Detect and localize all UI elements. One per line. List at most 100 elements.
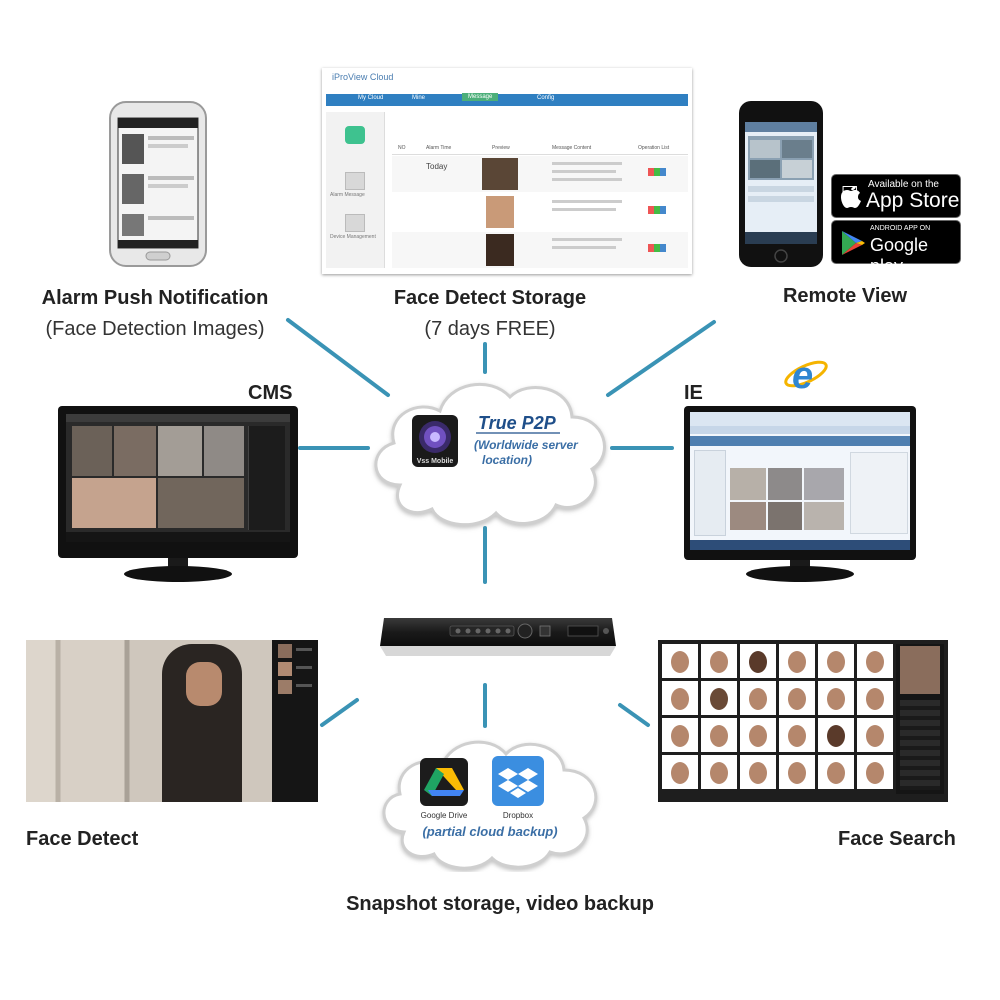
snapshot-title: Snapshot storage, video backup xyxy=(346,893,654,915)
portal-nav-item-3[interactable]: Config xyxy=(537,95,555,101)
portal-sidebar: Alarm Message Device Management xyxy=(326,112,385,268)
row-text xyxy=(552,246,616,249)
cms-cam-1 xyxy=(72,426,112,476)
cms-cam-2 xyxy=(114,426,156,476)
portal-table-header: NO Alarm Time Preview Message Content Op… xyxy=(392,144,688,155)
cms-cam-6 xyxy=(158,478,244,528)
backup-caption: (partial cloud backup) xyxy=(422,824,557,839)
p2p-cloud: Vss Mobile True P2P (Worldwide server lo… xyxy=(374,382,606,527)
ie-screen xyxy=(690,412,910,550)
ie-cam-1 xyxy=(730,468,766,500)
google-play-icon xyxy=(842,231,865,255)
p2p-title: True P2P xyxy=(478,413,557,433)
connector-alarm xyxy=(286,318,390,397)
google-play-badge[interactable]: ANDROID APP ON Google play xyxy=(831,220,961,276)
col-no: NO xyxy=(398,145,406,151)
google-drive-icon xyxy=(420,758,468,806)
operation-icons[interactable] xyxy=(648,168,666,176)
portal-nav-item-1[interactable]: Mine xyxy=(412,95,426,101)
ie-tabs[interactable] xyxy=(690,426,910,434)
ie-banner xyxy=(690,436,910,446)
backup-cloud: Google Drive Dropbox (partial cloud back… xyxy=(382,740,598,870)
face-search-options[interactable] xyxy=(900,700,940,790)
face-search-target xyxy=(900,646,940,694)
face-capture-panel xyxy=(272,640,318,802)
message-icon[interactable] xyxy=(345,126,365,144)
ie-cam-3 xyxy=(804,468,844,500)
connector-face-detect xyxy=(320,698,359,727)
portal-navbar xyxy=(326,94,688,106)
col-message: Message Content xyxy=(552,145,592,151)
face-capture-info xyxy=(296,684,312,687)
operation-icons[interactable] xyxy=(648,244,666,252)
iphone xyxy=(738,100,824,268)
nvr-recorder xyxy=(380,618,616,656)
device-icon[interactable] xyxy=(345,214,365,232)
p2p-line1: (Worldwide server xyxy=(474,438,579,452)
internet-explorer-icon: e xyxy=(784,355,828,397)
cms-cam-3 xyxy=(158,426,202,476)
row-text xyxy=(552,200,622,203)
intruder-face xyxy=(186,662,222,706)
ie-cam-4 xyxy=(730,502,766,530)
cms-cam-5 xyxy=(72,478,156,528)
face-search-screenshot xyxy=(658,640,948,802)
face-capture-info xyxy=(296,648,312,651)
face-capture-thumb[interactable] xyxy=(278,662,292,676)
google-play-main-text: Google play xyxy=(870,235,929,276)
cms-base xyxy=(124,566,232,582)
side-item-1[interactable]: Device Management xyxy=(330,234,376,240)
face-thumbnail xyxy=(486,196,514,228)
cms-screen xyxy=(66,414,290,542)
ie-sidebar[interactable] xyxy=(694,450,726,536)
face-capture-thumb[interactable] xyxy=(278,644,292,658)
svg-text:e: e xyxy=(792,355,813,397)
face-detect-title: Face Detect xyxy=(26,828,139,850)
dropbox-label: Dropbox xyxy=(503,811,533,820)
ie-browser-bar[interactable] xyxy=(690,412,910,427)
face-search-side-panel[interactable] xyxy=(896,644,944,794)
col-preview: Preview xyxy=(492,145,510,151)
ie-base xyxy=(746,566,854,582)
row-today-label: Today xyxy=(426,162,448,171)
alarm-subtitle: (Face Detection Images) xyxy=(45,318,265,340)
table-row xyxy=(392,232,688,268)
cms-title: CMS xyxy=(248,382,293,404)
ie-cam-5 xyxy=(768,502,802,530)
operation-icons[interactable] xyxy=(648,206,666,214)
cms-toolbar[interactable] xyxy=(66,532,290,542)
p2p-line2: location) xyxy=(482,453,532,467)
ie-stand xyxy=(790,560,810,570)
app-store-badge[interactable]:  Available on the App Store xyxy=(831,174,961,218)
portal-nav-item-2[interactable]: Message xyxy=(462,93,499,101)
alarm-message-icon[interactable] xyxy=(345,172,365,190)
row-text xyxy=(552,208,616,211)
connector-face-search xyxy=(618,703,650,727)
ie-title: IE xyxy=(684,382,703,404)
face-thumbnail xyxy=(482,158,518,190)
side-item-0[interactable]: Alarm Message xyxy=(330,192,365,198)
connector-remote xyxy=(606,320,716,397)
row-text xyxy=(552,162,622,165)
face-capture-thumb[interactable] xyxy=(278,680,292,694)
cms-cam-4 xyxy=(204,426,244,476)
storage-subtitle: (7 days FREE) xyxy=(424,318,556,340)
ie-ptz-panel[interactable] xyxy=(850,452,908,534)
apple-logo-icon xyxy=(841,186,861,208)
table-row xyxy=(392,194,688,230)
portal-nav-item-0[interactable]: My Cloud xyxy=(358,95,384,101)
ie-taskbar[interactable] xyxy=(690,540,910,550)
web-portal-screenshot: iProView Cloud My Cloud Mine Message Con… xyxy=(322,68,692,274)
dropbox-icon xyxy=(492,756,544,806)
cms-control-panel[interactable] xyxy=(248,426,285,530)
table-row: Today xyxy=(392,156,688,192)
face-detect-screenshot xyxy=(26,640,318,802)
ie-cam-2 xyxy=(768,468,802,500)
col-operation: Operation List xyxy=(638,145,670,151)
row-text xyxy=(552,178,622,181)
vss-mobile-label: Vss Mobile xyxy=(417,458,454,465)
cms-titlebar xyxy=(66,414,290,422)
app-store-top-text: Available on the xyxy=(868,179,939,190)
col-alarm-time: Alarm Time xyxy=(426,145,452,151)
